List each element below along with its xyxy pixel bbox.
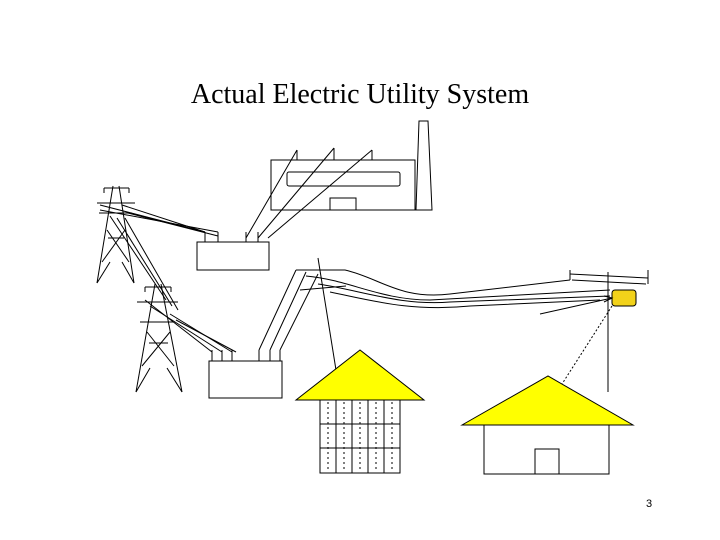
power-plant-icon	[245, 120, 433, 239]
utility-pole-icon	[299, 257, 347, 371]
pole-transformer-icon	[539, 282, 637, 392]
house-icon	[460, 375, 635, 475]
distribution-substation-icon	[208, 269, 319, 399]
slide-title: Actual Electric Utility System	[190, 79, 530, 110]
transmission-lines	[99, 204, 237, 353]
transmission-tower-icon	[96, 185, 135, 284]
substation-icon	[196, 232, 270, 271]
page-number: 3	[646, 498, 653, 510]
apartment-building-icon	[294, 349, 426, 474]
transmission-tower-icon	[135, 283, 183, 393]
